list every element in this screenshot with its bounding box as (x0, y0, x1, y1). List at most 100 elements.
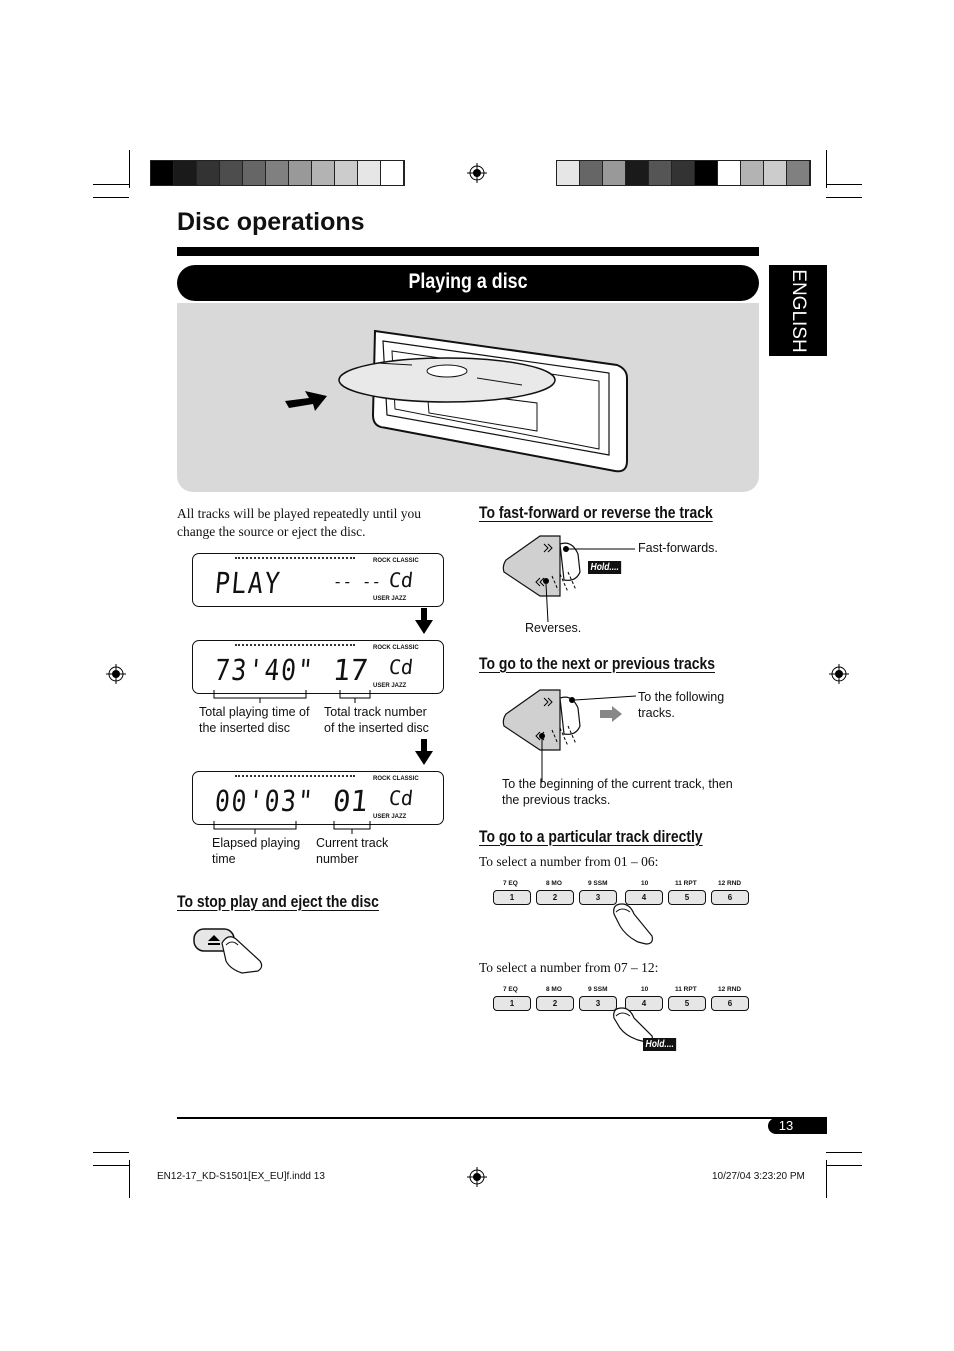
lcd-badge-bottom: USER JAZZ (373, 683, 407, 689)
lcd-badge-top: ROCK CLASSIC (373, 776, 419, 782)
crop-mark (826, 1165, 862, 1166)
lcd-main-text: PLAY (213, 566, 283, 600)
number-button-3[interactable]: 3 (579, 996, 617, 1011)
hold-label: Hold.... (588, 561, 622, 574)
heading-next-previous: To go to the next or previous tracks (479, 654, 715, 673)
crop-mark (826, 1152, 862, 1153)
number-button-2[interactable]: 2 (536, 996, 574, 1011)
down-arrow-icon (421, 608, 427, 620)
heading-direct-track: To go to a particular track directly (479, 827, 703, 846)
lcd-level-indicator (235, 644, 355, 650)
button-caption: 10 (641, 986, 649, 993)
button-caption: 7 EQ (503, 880, 518, 887)
number-button-2[interactable]: 2 (536, 890, 574, 905)
lcd-source-text: Cd (387, 655, 415, 679)
title-rule (177, 247, 759, 256)
intro-text: All tracks will be played repeatedly unt… (177, 506, 422, 539)
button-caption: 12 RND (718, 880, 742, 887)
number-button-1[interactable]: 1 (493, 996, 531, 1011)
button-caption: 8 MO (546, 986, 562, 993)
skip-button-illustration (502, 689, 637, 782)
number-button-5[interactable]: 5 (668, 996, 706, 1011)
crop-mark (826, 184, 862, 185)
section-banner: Playing a disc (177, 265, 759, 301)
registration-target-icon (106, 664, 126, 684)
lcd-main-text: 73'40" (213, 653, 316, 687)
lcd-level-indicator (235, 557, 355, 563)
callout-previous-tracks: To the beginning of the current track, t… (502, 777, 733, 807)
crop-mark (826, 1160, 827, 1198)
lcd-mid-text: -- -- (332, 572, 383, 591)
down-arrow-icon (415, 751, 433, 765)
number-button-4[interactable]: 4 (625, 890, 663, 905)
lcd-badge-bottom: USER JAZZ (373, 814, 407, 820)
bracket-marks (213, 821, 371, 834)
lcd-source-text: Cd (387, 568, 415, 592)
callout-reverses: Reverses. (525, 621, 582, 635)
down-arrow-icon (421, 739, 427, 751)
direct-text-01-06: To select a number from 01 – 06: (479, 854, 659, 869)
lcd-badge-top: ROCK CLASSIC (373, 645, 419, 651)
label-elapsed-time: Elapsed playing time (212, 836, 301, 866)
callout-following-tracks: To the following tracks. (638, 690, 725, 720)
label-total-time: Total playing time of the inserted disc (199, 705, 310, 735)
lcd-main-text: 00'03" (213, 784, 316, 818)
number-button-5[interactable]: 5 (668, 890, 706, 905)
number-button-4[interactable]: 4 (625, 996, 663, 1011)
crop-mark (826, 197, 862, 198)
lcd-level-indicator (235, 775, 355, 781)
registration-bar-left (150, 160, 405, 186)
button-caption: 9 SSM (588, 986, 608, 993)
button-caption: 11 RPT (675, 986, 697, 993)
crop-mark (93, 184, 129, 185)
crop-mark (129, 1160, 130, 1198)
button-caption: 11 RPT (675, 880, 697, 887)
language-tab: ENGLISH (769, 265, 827, 356)
lcd-mid-text: 17 (331, 653, 370, 687)
button-caption: 9 SSM (588, 880, 608, 887)
lcd-display-elapsed: ROCK CLASSIC USER JAZZ 00'03" 01 Cd (192, 771, 444, 825)
section-title: Playing a disc (408, 270, 528, 293)
footer-timestamp: 10/27/04 3:23:20 PM (712, 1171, 805, 1182)
eject-button-illustration (193, 928, 263, 974)
lcd-display-total: ROCK CLASSIC USER JAZZ 73'40" 17 Cd (192, 640, 444, 694)
number-button-1[interactable]: 1 (493, 890, 531, 905)
callout-fast-forwards: Fast-forwards. (638, 541, 718, 555)
button-caption: 8 MO (546, 880, 562, 887)
finger-press-icon (613, 903, 653, 945)
number-button-6[interactable]: 6 (711, 890, 749, 905)
crop-mark (93, 1152, 129, 1153)
footer-rule (177, 1117, 827, 1119)
hold-label: Hold.... (643, 1038, 677, 1051)
crop-mark (826, 150, 827, 188)
registration-target-icon (467, 163, 487, 183)
label-current-track: Current track number (316, 836, 389, 866)
eject-icon (208, 935, 220, 945)
direct-text-07-12: To select a number from 07 – 12: (479, 960, 659, 975)
footer-file-name: EN12-17_KD-S1501[EX_EU]f.indd 13 (157, 1171, 325, 1182)
ff-button-illustration (502, 535, 635, 622)
lcd-source-text: Cd (387, 786, 415, 810)
button-caption: 7 EQ (503, 986, 518, 993)
illustration-panel (177, 303, 759, 492)
page-title: Disc operations (177, 208, 365, 236)
heading-fast-forward: To fast-forward or reverse the track (479, 503, 713, 522)
page-number: 13 (778, 1118, 794, 1133)
button-caption: 10 (641, 880, 649, 887)
label-total-tracks: Total track number of the inserted disc (324, 705, 429, 735)
crop-mark (93, 197, 129, 198)
bracket-marks (213, 690, 371, 703)
number-button-6[interactable]: 6 (711, 996, 749, 1011)
number-button-3[interactable]: 3 (579, 890, 617, 905)
language-tab-label: ENGLISH (788, 269, 809, 353)
registration-target-icon (467, 1167, 487, 1187)
lcd-display-play: ROCK CLASSIC USER JAZZ PLAY -- -- Cd (192, 553, 444, 607)
crop-mark (93, 1165, 129, 1166)
lcd-badge-top: ROCK CLASSIC (373, 558, 419, 564)
disc-insertion-illustration (285, 329, 628, 473)
finger-press-icon (613, 1007, 653, 1043)
button-caption: 12 RND (718, 986, 742, 993)
page-number-tab: 13 (768, 1118, 827, 1134)
lcd-mid-text: 01 (331, 784, 370, 818)
heading-stop-eject: To stop play and eject the disc (177, 892, 379, 911)
